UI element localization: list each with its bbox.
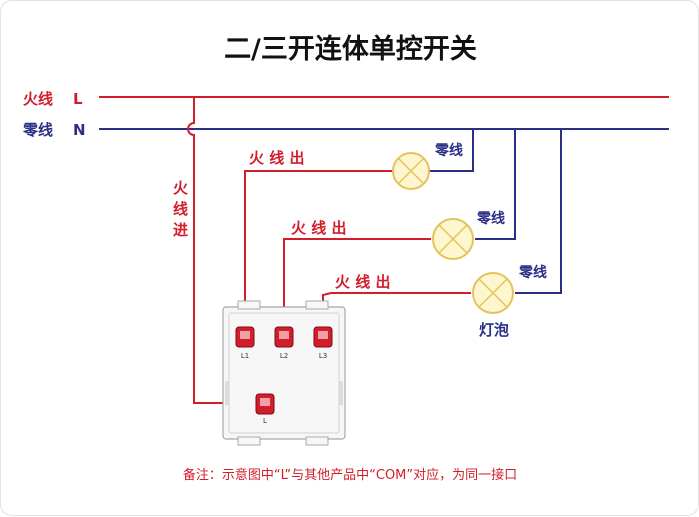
terminal-l2 [274, 326, 294, 348]
page-title: 二/三开连体单控开关 [224, 34, 477, 65]
live-in-wire [187, 97, 265, 404]
live-out-wire-2 [283, 238, 431, 321]
live-out-label-2: 火 线 出 [291, 219, 346, 237]
neutral-return-wire-2 [475, 129, 516, 240]
terminal-l1 [235, 326, 255, 348]
switch-module [222, 300, 346, 446]
neutral-return-wire-3 [515, 129, 562, 294]
neutral-return-wire-1 [429, 129, 474, 172]
terminal-l3-label: L3 [319, 352, 327, 360]
terminal-common-label: L [263, 417, 267, 425]
live-out-wire-1 [244, 170, 393, 321]
live-line-letter: L [73, 90, 83, 108]
bulb-1 [392, 152, 430, 190]
terminal-common [255, 393, 275, 415]
neutral-label-1: 零线 [434, 142, 463, 159]
bulb-label: 灯泡 [479, 321, 509, 339]
terminal-l3 [313, 326, 333, 348]
footnote: 备注：示意图中“L”与其他产品中“COM”对应，为同一接口 [183, 467, 517, 483]
live-out-label-3: 火 线 出 [335, 273, 390, 291]
terminal-l2-label: L2 [280, 352, 288, 360]
neutral-line-letter: N [73, 121, 86, 139]
bulb-3 [472, 272, 514, 314]
bulb-2 [432, 218, 474, 260]
live-out-label-1: 火 线 出 [249, 149, 304, 167]
live-in-label-char-1: 火 [173, 179, 189, 197]
neutral-line-label: 零线 [22, 121, 53, 139]
terminal-l1-label: L1 [241, 352, 249, 360]
live-in-label-char-2: 线 [173, 200, 188, 218]
neutral-label-3: 零线 [518, 264, 547, 281]
live-line-label: 火线 [23, 90, 53, 108]
live-in-label-char-3: 进 [173, 221, 188, 239]
neutral-label-2: 零线 [476, 210, 505, 227]
